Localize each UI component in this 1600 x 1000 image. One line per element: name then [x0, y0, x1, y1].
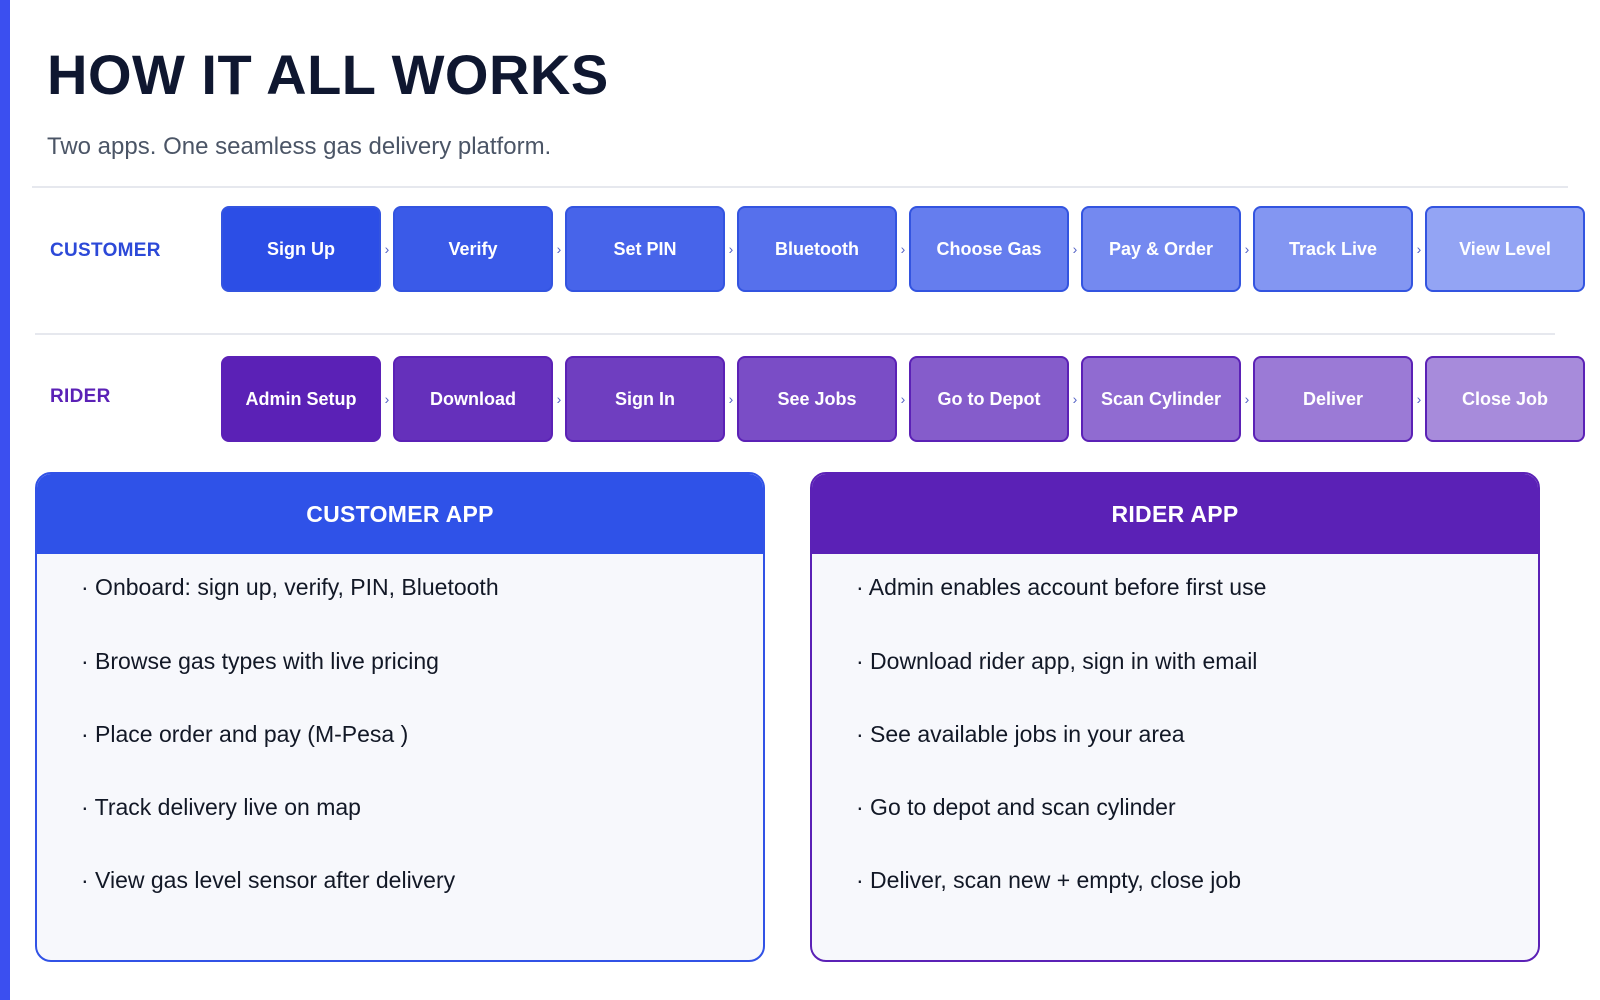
customer-step-4: Bluetooth	[737, 206, 897, 292]
rider-step-4: See Jobs	[737, 356, 897, 442]
rider-step-3: Sign In	[565, 356, 725, 442]
customer-step-5: Choose Gas	[909, 206, 1069, 292]
customer-app-item: · Track delivery live on map	[81, 794, 361, 820]
divider-middle	[35, 333, 1555, 335]
customer-app-card-title: CUSTOMER APP	[37, 474, 763, 554]
rider-step-6: Scan Cylinder	[1081, 356, 1241, 442]
rider-flow-label: RIDER	[50, 386, 111, 407]
rider-app-card-title: RIDER APP	[812, 474, 1538, 554]
page-title: HOW IT ALL WORKS	[47, 43, 609, 106]
chevron-right-icon: ›	[1072, 391, 1078, 407]
chevron-right-icon: ›	[1416, 391, 1422, 407]
chevron-right-icon: ›	[728, 391, 734, 407]
chevron-right-icon: ›	[728, 241, 734, 257]
accent-bar	[0, 0, 10, 1000]
customer-step-7: Track Live	[1253, 206, 1413, 292]
customer-app-card: CUSTOMER APP · Onboard: sign up, verify,…	[35, 472, 765, 962]
customer-app-item: · Browse gas types with live pricing	[81, 648, 439, 674]
page-subtitle: Two apps. One seamless gas delivery plat…	[47, 133, 552, 160]
rider-step-5: Go to Depot	[909, 356, 1069, 442]
chevron-right-icon: ›	[384, 391, 390, 407]
chevron-right-icon: ›	[1244, 241, 1250, 257]
customer-step-2: Verify	[393, 206, 553, 292]
chevron-right-icon: ›	[384, 241, 390, 257]
divider-top	[32, 186, 1568, 188]
rider-step-1: Admin Setup	[221, 356, 381, 442]
customer-step-6: Pay & Order	[1081, 206, 1241, 292]
chevron-right-icon: ›	[900, 241, 906, 257]
customer-step-3: Set PIN	[565, 206, 725, 292]
chevron-right-icon: ›	[1244, 391, 1250, 407]
rider-app-item: · Deliver, scan new + empty, close job	[856, 867, 1241, 893]
rider-app-item: · Go to depot and scan cylinder	[856, 794, 1176, 820]
rider-step-2: Download	[393, 356, 553, 442]
rider-app-card: RIDER APP · Admin enables account before…	[810, 472, 1540, 962]
customer-app-item: · View gas level sensor after delivery	[81, 867, 456, 893]
rider-app-item: · See available jobs in your area	[856, 721, 1185, 747]
chevron-right-icon: ›	[900, 391, 906, 407]
chevron-right-icon: ›	[1072, 241, 1078, 257]
customer-app-item: · Onboard: sign up, verify, PIN, Bluetoo…	[81, 574, 499, 600]
customer-flow-label: CUSTOMER	[50, 240, 161, 261]
rider-app-item: · Admin enables account before first use	[856, 574, 1267, 600]
customer-step-8: View Level	[1425, 206, 1585, 292]
chevron-right-icon: ›	[1416, 241, 1422, 257]
customer-app-item: · Place order and pay (M-Pesa )	[81, 721, 409, 747]
customer-step-1: Sign Up	[221, 206, 381, 292]
rider-app-item: · Download rider app, sign in with email	[856, 648, 1258, 674]
rider-step-7: Deliver	[1253, 356, 1413, 442]
chevron-right-icon: ›	[556, 241, 562, 257]
rider-step-8: Close Job	[1425, 356, 1585, 442]
chevron-right-icon: ›	[556, 391, 562, 407]
